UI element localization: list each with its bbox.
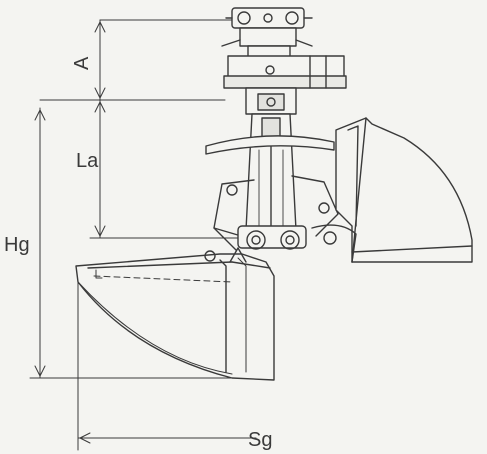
upper-flange: [205, 135, 335, 155]
suspension-shackle: [221, 7, 313, 69]
label-la: La: [76, 150, 99, 172]
dimension-sg: [77, 269, 246, 451]
right-jaw-open: [311, 117, 473, 263]
label-sg: Sg: [248, 429, 272, 451]
lower-hinge: [237, 225, 307, 250]
label-hg: Hg: [4, 234, 30, 256]
left-jaw-closed: [75, 247, 275, 381]
label-a: A: [71, 56, 93, 70]
central-column: [245, 113, 297, 231]
top-beam: [223, 55, 347, 89]
swivel-block: [245, 87, 297, 115]
dimension-a: [39, 19, 236, 101]
dimension-la: [89, 99, 251, 239]
